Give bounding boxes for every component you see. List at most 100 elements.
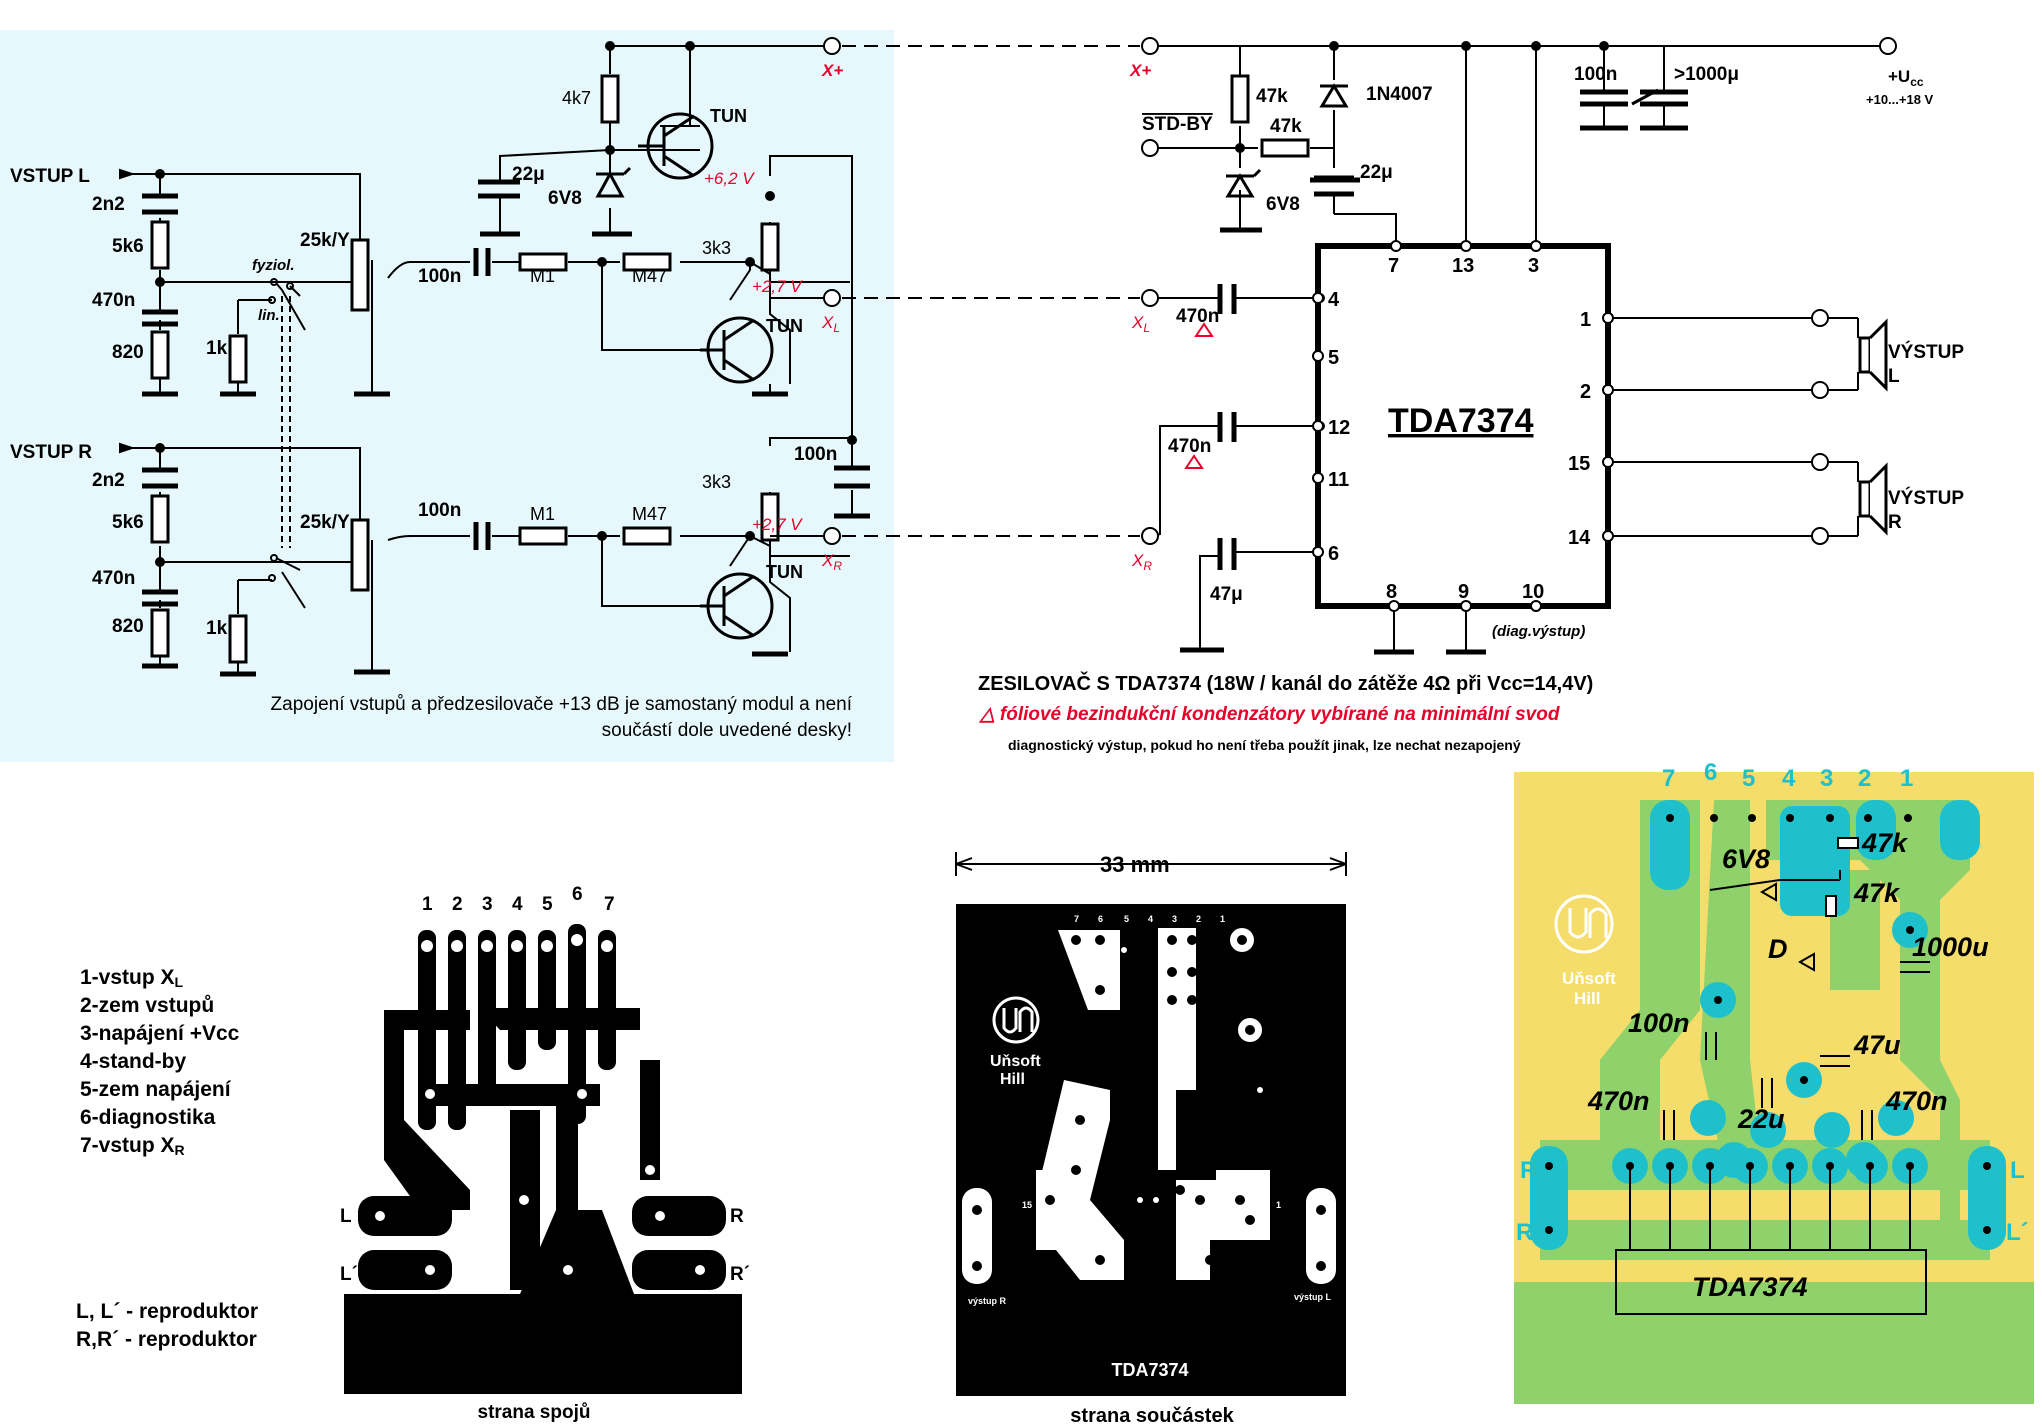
label-ucc: +Ucc (1888, 67, 1924, 89)
label-cap-2n2-left: 2n2 (92, 194, 125, 215)
potentiometer-left (350, 238, 370, 312)
label-xr-pre: XR (821, 551, 842, 573)
pcb-top-pin-5: 5 (1124, 914, 1129, 924)
pcb-color-pin-1: 1 (1900, 765, 1913, 792)
pcb-top-pin1: 1 (1276, 1200, 1281, 1210)
svg-text:12: 12 (1328, 417, 1350, 439)
label-res-820-left: 820 (112, 342, 144, 363)
label-out-r-2: R (1888, 512, 1902, 533)
svg-text:5: 5 (1328, 347, 1339, 369)
resistor-3k3-right (760, 492, 780, 542)
note-diag: diagnostický výstup, pokud ho není třeba… (1008, 737, 1521, 753)
pcb-color-cap-470n-l (1663, 1110, 1675, 1140)
label-voltage-27-right: +2,7 V (752, 515, 803, 534)
pcb-label-r2: R´ (730, 1264, 750, 1285)
terminal-out-l-1 (1811, 309, 1829, 327)
svg-text:10: 10 (1522, 581, 1544, 603)
pcb-color-logo-2: Hill (1574, 989, 1600, 1008)
terminal-xplus-amp (1141, 37, 1159, 55)
pcb-top-chip: TDA7374 (1111, 1360, 1188, 1380)
label-zener-pre: 6V8 (548, 188, 582, 209)
chip-name: TDA7374 (1388, 402, 1534, 440)
label-diode: 1N4007 (1366, 84, 1433, 105)
pcb-label-l2: L´ (340, 1264, 358, 1285)
pcb-top-pin-3: 3 (1172, 914, 1177, 924)
label-cap-47u: 47μ (1210, 584, 1243, 605)
label-res-5k6-left: 5k6 (112, 236, 144, 257)
note-red: △ fóliové bezindukční kondenzátory vybír… (978, 704, 1560, 725)
label-res-47k-a: 47k (1256, 86, 1288, 107)
amp-title: ZESILOVAČ S TDA7374 (18W / kanál do zátě… (978, 671, 1593, 695)
pcb-color-pin-2: 2 (1858, 765, 1871, 792)
pcb-color-label-47u: 47u (1853, 1030, 1901, 1060)
legend-item-3: 3-napájení +Vcc (80, 1022, 240, 1045)
legend-speaker-r: R,R´ - reproduktor (76, 1328, 257, 1351)
terminal-out-r-1 (1811, 453, 1829, 471)
pcb-color-cap-470n-r (1861, 1110, 1873, 1140)
legend: 1-vstup XL 2-zem vstupů 3-napájení +Vcc … (76, 966, 258, 1351)
label-cap-100n-supply: 100n (794, 444, 837, 465)
pcb-color-layout: Uňsoft Hill 7 6 5 4 3 2 1 R R´ L L´ 47k … (1514, 759, 2034, 1404)
label-cap-22u-pre: 22μ (512, 164, 545, 185)
dashed-interconnects (842, 45, 1140, 537)
pcb-color-label-zener: 6V8 (1722, 844, 1770, 874)
amplifier-section: 47k 47k STD-BY 6V8 1N4007 22μ 100n >1000… (978, 37, 1964, 753)
legend-item-7: 7-vstup XR (80, 1134, 185, 1158)
pcb-color-label-47k-b: 47k (1853, 878, 1901, 908)
resistor-5k6-left (150, 220, 170, 270)
pcb-color-label-470n-l: 470n (1587, 1086, 1650, 1116)
label-zener-amp: 6V8 (1266, 194, 1300, 215)
svg-text:6: 6 (1328, 543, 1339, 565)
resistor-m47-right (622, 526, 672, 546)
label-cap-1000u: >1000μ (1674, 64, 1739, 85)
label-cap-22u-amp: 22μ (1360, 162, 1393, 183)
label-voltage-27-left: +2,7 V (752, 277, 803, 296)
pcb-copper-side: 1 2 3 4 5 6 7 L L´ R R´ strana spojů (340, 884, 750, 1423)
pcb-color-res-47k-a (1837, 837, 1859, 849)
terminal-xr-pre (823, 527, 841, 545)
pcb-top-pin-1: 1 (1220, 914, 1225, 924)
dimension-33mm: 33 mm (1100, 852, 1170, 877)
label-ucc-range: +10...+18 V (1866, 92, 1934, 107)
pcb-color-side-l: L (2010, 1157, 2025, 1184)
label-xplus-pre: X+ (821, 61, 843, 80)
label-diag: (diag.výstup) (1492, 623, 1585, 640)
caption-copper-side: strana spojů (478, 1402, 591, 1423)
svg-text:4: 4 (1328, 289, 1340, 311)
pcb-top-logo-1: Uňsoft (990, 1053, 1041, 1070)
svg-text:2: 2 (1580, 381, 1591, 403)
pcb-color-pin-6: 6 (1704, 759, 1717, 786)
zener-6v8-amp (1225, 168, 1262, 198)
pcb-top-logo-2: Hill (1000, 1071, 1025, 1088)
chip-pin-labels: 4 5 12 11 6 7 13 3 1 2 15 14 8 9 10 (1328, 255, 1591, 603)
pcb-color-cap-22u (1761, 1078, 1773, 1108)
speaker-left (1858, 336, 1872, 374)
terminal-out-l-2 (1811, 381, 1829, 399)
pcb-color-pin-5: 5 (1742, 765, 1755, 792)
pcb-color-chip: TDA7374 (1692, 1272, 1808, 1302)
label-cap-470n-left: 470n (92, 290, 135, 311)
svg-text:8: 8 (1386, 581, 1397, 603)
label-cap-100n-left: 100n (418, 266, 461, 287)
triangle-marker-1 (1194, 322, 1214, 337)
label-cap-470n-right: 470n (92, 568, 135, 589)
terminal-xplus-pre (823, 37, 841, 55)
pcb-color-pin-3: 3 (1820, 765, 1833, 792)
resistor-3k3-left (760, 222, 780, 272)
speaker-right (1858, 480, 1872, 518)
label-xplus-amp: X+ (1129, 61, 1151, 80)
pcb-top-board (956, 904, 1346, 1396)
pcb-color-label-47k-a: 47k (1861, 828, 1909, 858)
resistor-1k-left (228, 334, 248, 384)
label-transistor-right: TUN (766, 562, 803, 582)
pcb-pin-6: 6 (572, 884, 583, 905)
pcb-top-pin-6: 6 (1098, 914, 1103, 924)
resistor-m47-left (622, 252, 672, 272)
pcb-color-side-r: R (1520, 1157, 1537, 1184)
legend-item-5: 5-zem napájení (80, 1078, 232, 1101)
note-preamp-line2: součástí dole uvedené desky! (602, 720, 852, 741)
pcb-color-label-470n-r: 470n (1885, 1086, 1948, 1116)
label-switch-lin: lin. (258, 307, 280, 324)
svg-text:7: 7 (1388, 255, 1399, 277)
fyziol-lin-switch (268, 278, 301, 582)
